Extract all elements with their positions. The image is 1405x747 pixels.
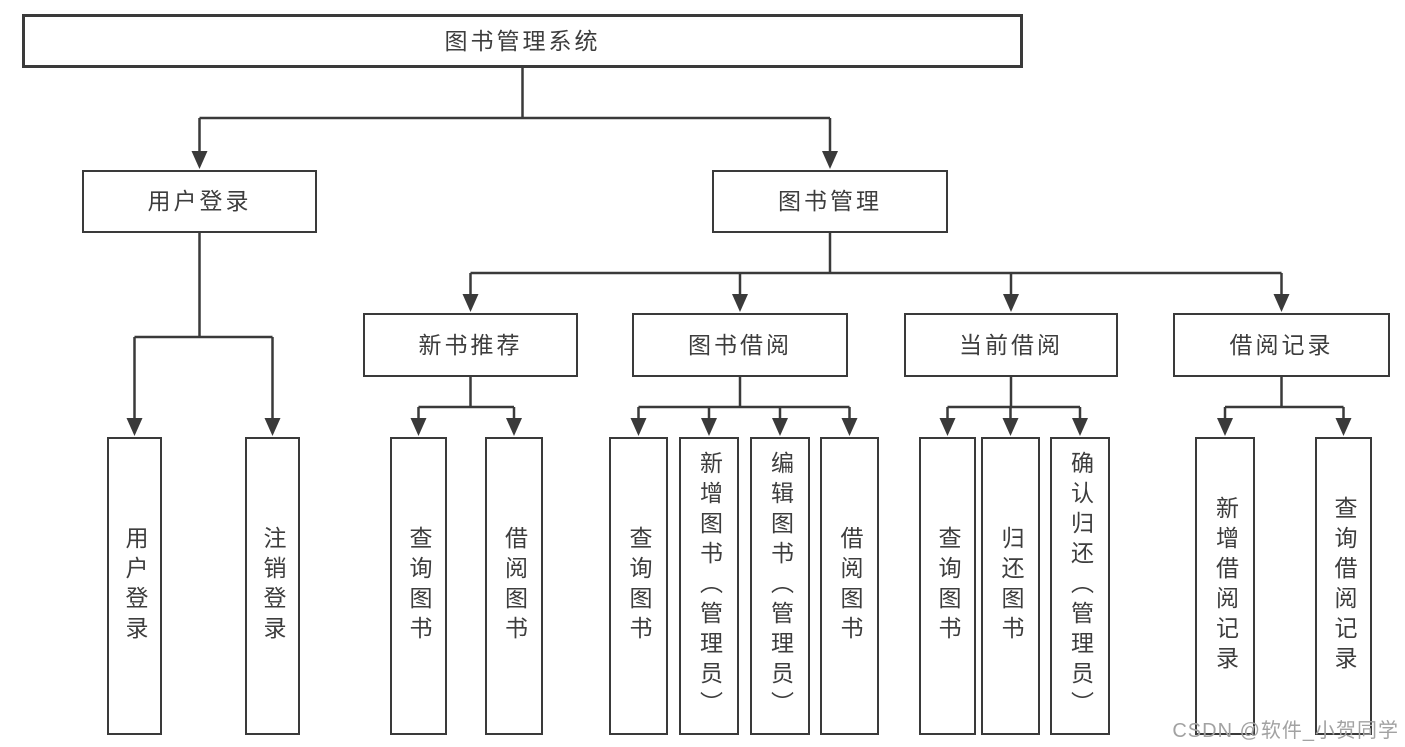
node-logout-user: 注销登录: [245, 437, 300, 735]
connector-book-management-to-level2: [462, 233, 1290, 312]
connector-borrow-record-to-children: [1217, 377, 1352, 436]
csdn-watermark: CSDN @软件_小贺同学: [1172, 720, 1399, 742]
connector-book-borrow-to-children: [630, 377, 858, 436]
node-root-system: 图书管理系统: [22, 14, 1023, 68]
node-new-book-recommend: 新书推荐: [363, 313, 578, 377]
node-nb-query-book: 查询图书: [390, 437, 447, 735]
node-cb-confirm-return: 确认归还（管理员）: [1050, 437, 1110, 735]
node-book-borrow: 图书借阅: [632, 313, 848, 377]
node-bb-edit-book: 编辑图书（管理员）: [750, 437, 810, 735]
node-current-borrow: 当前借阅: [904, 313, 1118, 377]
node-br-query-record: 查询借阅记录: [1315, 437, 1372, 735]
node-cb-return-book: 归还图书: [981, 437, 1040, 735]
connector-root-to-level1: [191, 68, 838, 169]
node-br-add-record: 新增借阅记录: [1195, 437, 1255, 735]
node-bb-borrow-book: 借阅图书: [820, 437, 879, 735]
node-cb-query-book: 查询图书: [919, 437, 976, 735]
connector-new-book-recommend-to-children: [410, 377, 522, 436]
node-login-user: 用户登录: [107, 437, 162, 735]
node-book-management: 图书管理: [712, 170, 948, 233]
node-nb-borrow-book: 借阅图书: [485, 437, 543, 735]
node-bb-add-book: 新增图书（管理员）: [679, 437, 739, 735]
connector-user-login-to-children: [126, 233, 281, 436]
node-bb-query-book: 查询图书: [609, 437, 668, 735]
node-borrow-record: 借阅记录: [1173, 313, 1390, 377]
connector-current-borrow-to-children: [939, 377, 1088, 436]
node-user-login: 用户登录: [82, 170, 317, 233]
